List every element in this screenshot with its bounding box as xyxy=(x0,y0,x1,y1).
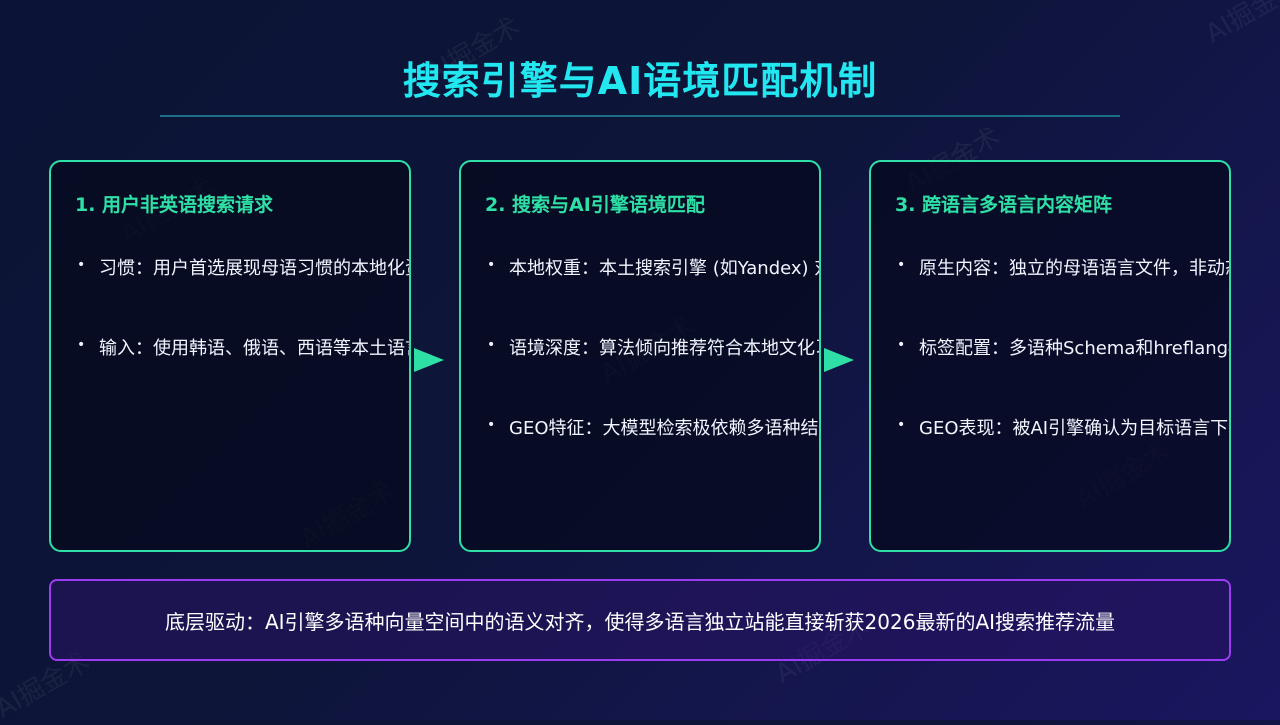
bullet-icon: • xyxy=(487,257,496,273)
card-item-text: 习惯：用户首选展现母语习惯的本地化资 xyxy=(99,258,411,279)
bullet-icon: • xyxy=(897,257,906,273)
card-item-list: • 本地权重：本土搜索引擎 (如Yandex) 对本 • 语境深度：算法倾向推荐… xyxy=(487,254,821,494)
step-card-content-matrix: 3. 跨语言多语言内容矩阵 • 原生内容：独立的母语语言文件，非动态 • 标签配… xyxy=(869,160,1231,552)
card-title: 3. 跨语言多语言内容矩阵 xyxy=(895,194,1113,216)
card-item-text: 标签配置：多语种Schema和hreflang标签 xyxy=(919,338,1231,359)
bullet-icon: • xyxy=(897,417,906,433)
card-item: • 输入：使用韩语、俄语、西语等本土语言 xyxy=(77,334,411,414)
step-card-user-request: 1. 用户非英语搜索请求 • 习惯：用户首选展现母语习惯的本地化资 • 输入：使… xyxy=(49,160,411,552)
bullet-icon: • xyxy=(487,417,496,433)
card-item-text: 本地权重：本土搜索引擎 (如Yandex) 对本 xyxy=(509,258,821,279)
card-title: 1. 用户非英语搜索请求 xyxy=(75,194,274,216)
bullet-icon: • xyxy=(77,257,86,273)
title-divider xyxy=(160,115,1120,117)
card-item: • 原生内容：独立的母语语言文件，非动态 xyxy=(897,254,1231,334)
card-item: • 习惯：用户首选展现母语习惯的本地化资 xyxy=(77,254,411,334)
card-item-text: 语境深度：算法倾向推荐符合本地文化习 xyxy=(509,338,821,359)
step-card-context-matching: 2. 搜索与AI引擎语境匹配 • 本地权重：本土搜索引擎 (如Yandex) 对… xyxy=(459,160,821,552)
card-item-text: 原生内容：独立的母语语言文件，非动态 xyxy=(919,258,1231,279)
card-title: 2. 搜索与AI引擎语境匹配 xyxy=(485,194,705,216)
card-item: • 本地权重：本土搜索引擎 (如Yandex) 对本 xyxy=(487,254,821,334)
bottom-summary-text: 底层驱动：AI引擎多语种向量空间中的语义对齐，使得多语言独立站能直接斩获2026… xyxy=(164,609,1116,634)
card-item-list: • 原生内容：独立的母语语言文件，非动态 • 标签配置：多语种Schema和hr… xyxy=(897,254,1231,494)
bullet-icon: • xyxy=(77,337,86,353)
card-item-text: GEO特征：大模型检索极依赖多语种结构 xyxy=(509,418,821,439)
card-item: • 标签配置：多语种Schema和hreflang标签 xyxy=(897,334,1231,414)
card-item-text: 输入：使用韩语、俄语、西语等本土语言 xyxy=(99,338,411,359)
watermark: AI掘金术 xyxy=(1200,0,1280,50)
bullet-icon: • xyxy=(487,337,496,353)
card-item: • GEO特征：大模型检索极依赖多语种结构 xyxy=(487,414,821,494)
page-title: 搜索引擎与AI语境匹配机制 xyxy=(402,59,878,103)
bullet-icon: • xyxy=(897,337,906,353)
card-item-list: • 习惯：用户首选展现母语习惯的本地化资 • 输入：使用韩语、俄语、西语等本土语… xyxy=(77,254,411,414)
bottom-summary-bar: 底层驱动：AI引擎多语种向量空间中的语义对齐，使得多语言独立站能直接斩获2026… xyxy=(49,579,1231,661)
card-item: • GEO表现：被AI引擎确认为目标语言下的权 xyxy=(897,414,1231,494)
card-item: • 语境深度：算法倾向推荐符合本地文化习 xyxy=(487,334,821,414)
arrow-right-icon xyxy=(414,348,444,372)
card-item-text: GEO表现：被AI引擎确认为目标语言下的权 xyxy=(919,418,1231,439)
arrow-right-icon xyxy=(824,348,854,372)
